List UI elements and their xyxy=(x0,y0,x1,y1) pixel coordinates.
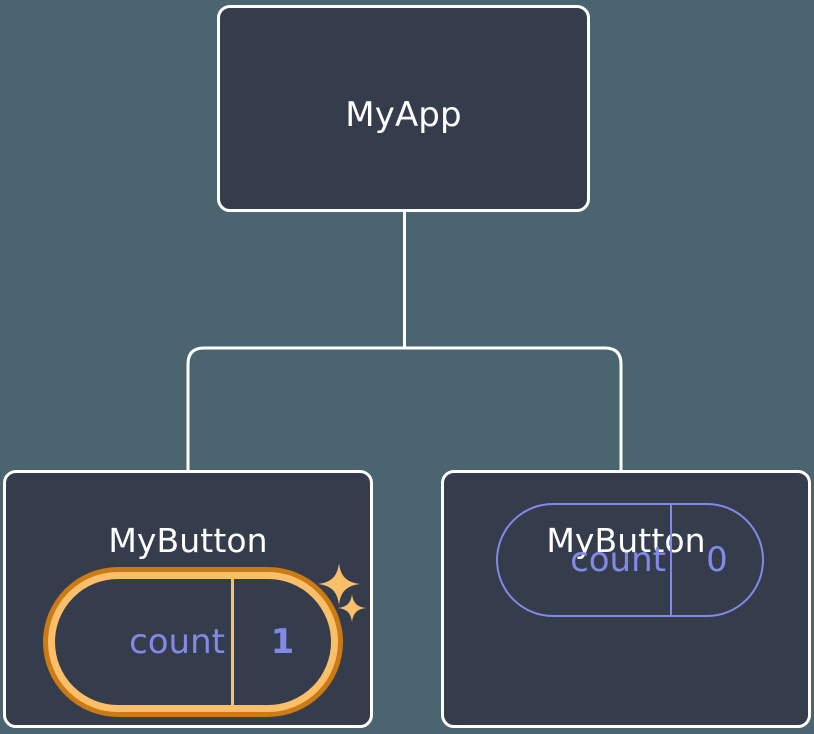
state-pill-key: count xyxy=(129,622,225,662)
state-pill-holder-right: count 0 xyxy=(444,473,808,725)
node-mybutton-right[interactable]: MyButton count 0 xyxy=(441,470,811,728)
state-pill-value: 0 xyxy=(670,505,762,615)
node-myapp[interactable]: MyApp xyxy=(217,5,590,212)
node-myapp-label: MyApp xyxy=(345,95,462,135)
node-mybutton-left-label: MyButton xyxy=(108,521,268,560)
state-pill-value: 1 xyxy=(231,579,331,705)
state-pill-count-highlighted[interactable]: count 1 xyxy=(48,572,338,712)
edge-child-bus xyxy=(186,346,623,470)
state-pill-holder-left: count 1 xyxy=(6,473,370,725)
node-mybutton-left[interactable]: MyButton count 1 xyxy=(3,470,373,728)
state-pill-count-plain[interactable]: count 0 xyxy=(496,503,764,617)
state-pill-key: count xyxy=(570,540,666,580)
